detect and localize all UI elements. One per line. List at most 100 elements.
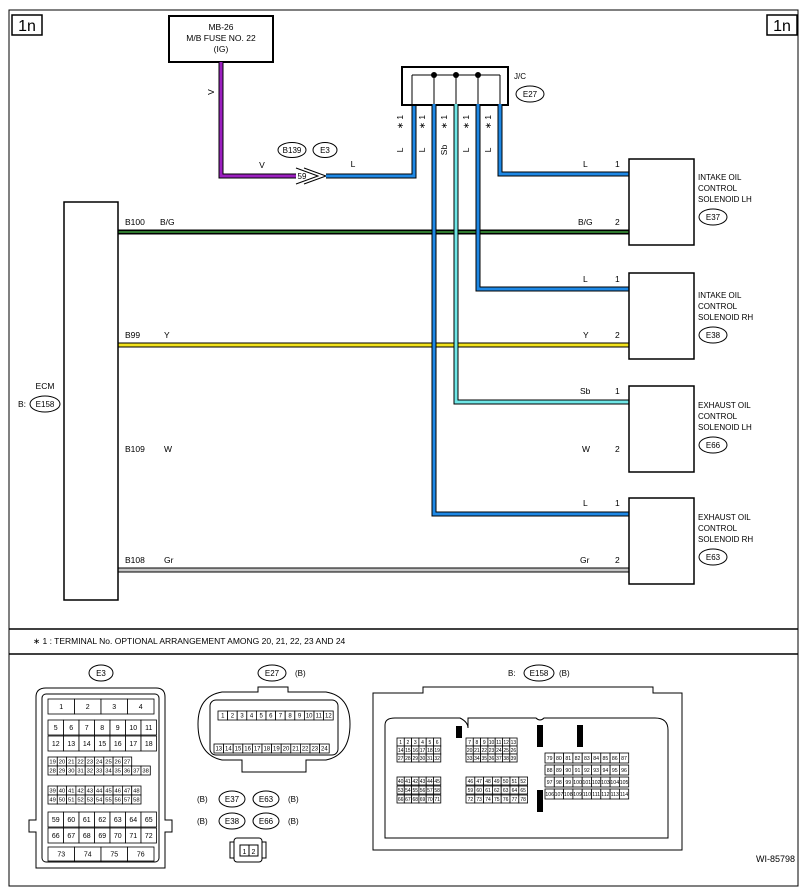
solenoid-e38-pin1-color: L bbox=[583, 274, 588, 284]
view-e27-badge bbox=[257, 664, 287, 682]
solenoid-e66-pin2-color: W bbox=[582, 444, 590, 454]
pin-number: 101 bbox=[583, 780, 592, 786]
b139-label: B139 bbox=[283, 146, 302, 155]
pin-number: 56 bbox=[115, 798, 121, 804]
wire-v-outline bbox=[218, 62, 296, 179]
pin-cell bbox=[509, 753, 518, 763]
solenoid-e66-pin1: 1 bbox=[615, 386, 620, 396]
pin-number: 32 bbox=[434, 756, 440, 762]
pin-number: 12 bbox=[325, 714, 332, 720]
solenoid-e63-pin2-color: Gr bbox=[580, 555, 590, 565]
pin-number: 62 bbox=[98, 817, 106, 824]
pin-number: 51 bbox=[68, 798, 74, 804]
pin-number: 30 bbox=[68, 769, 74, 775]
pin-number: 43 bbox=[420, 779, 426, 785]
pin-cell bbox=[140, 811, 157, 828]
pin-cell bbox=[323, 710, 334, 721]
pin-number: 25 bbox=[503, 748, 509, 754]
pin-number: 89 bbox=[556, 768, 562, 774]
ecm-pin-b99: B99 bbox=[125, 330, 140, 340]
solenoid-e37-name1: INTAKE OIL bbox=[698, 173, 742, 182]
pin-cell bbox=[127, 698, 155, 715]
pin-number: 105 bbox=[620, 780, 629, 786]
jc-id-badge bbox=[515, 85, 545, 103]
pin-number: 84 bbox=[593, 756, 599, 762]
pin-number: 95 bbox=[612, 768, 618, 774]
pin-number: 92 bbox=[584, 768, 590, 774]
pin-number: 37 bbox=[133, 769, 139, 775]
wire-l-e63-outline bbox=[431, 104, 629, 517]
pin-number: 17 bbox=[420, 748, 426, 754]
ecm-pin-b109: B109 bbox=[125, 444, 145, 454]
pin-number: 69 bbox=[98, 833, 106, 840]
pin-number: 32 bbox=[87, 769, 93, 775]
svg-text:1: 1 bbox=[243, 849, 247, 856]
pin-cell bbox=[433, 794, 442, 804]
pin-number: 49 bbox=[49, 798, 55, 804]
pin-number: 72 bbox=[145, 833, 153, 840]
ecm-box bbox=[63, 201, 119, 601]
pin-number: 103 bbox=[601, 780, 610, 786]
pin-number: 60 bbox=[67, 817, 75, 824]
pin-number: 58 bbox=[133, 798, 139, 804]
pin-number: 112 bbox=[601, 792, 609, 798]
pin-number: 15 bbox=[405, 748, 411, 754]
solenoid-e66-pin1-color: Sb bbox=[580, 386, 591, 396]
pin-number: 37 bbox=[496, 756, 502, 762]
pin-number: 38 bbox=[503, 756, 509, 762]
solenoid-e37-id: E37 bbox=[706, 213, 721, 222]
corner-badge-right bbox=[766, 14, 798, 36]
pin-number: 10 bbox=[129, 725, 137, 732]
pin-number: 63 bbox=[114, 817, 122, 824]
solenoid-e63-name1: EXHAUST OIL bbox=[698, 513, 751, 522]
ecm-pin-b108: B108 bbox=[125, 555, 145, 565]
pin-number: 110 bbox=[583, 792, 591, 798]
pin-number: 6 bbox=[269, 714, 273, 720]
wire-l-e37 bbox=[498, 104, 629, 176]
pin-number: 66 bbox=[52, 833, 60, 840]
pin-number: 22 bbox=[481, 748, 487, 754]
small-e37-id: E37 bbox=[225, 795, 240, 804]
pin-number: 14 bbox=[225, 747, 232, 753]
pin-number: 67 bbox=[405, 797, 411, 803]
fuse-label-line1: MB-26 bbox=[208, 22, 233, 32]
fuse-label-line2: M/B FUSE NO. 22 bbox=[186, 33, 256, 43]
wire-sb-e66-outline bbox=[453, 104, 629, 405]
pin-number: 16 bbox=[412, 748, 418, 754]
pin-number: 28 bbox=[405, 756, 411, 762]
pin-cell bbox=[518, 794, 528, 804]
pin-number: 64 bbox=[129, 817, 137, 824]
small-e63-id: E63 bbox=[259, 795, 274, 804]
pin-cell bbox=[433, 785, 442, 795]
small-e63-badge bbox=[252, 790, 280, 808]
pin-number: 5 bbox=[54, 725, 58, 732]
solenoid-e38-pin2: 2 bbox=[615, 330, 620, 340]
pin-number: 6 bbox=[69, 725, 73, 732]
pin-number: 70 bbox=[427, 797, 433, 803]
pin-number: 27 bbox=[398, 756, 404, 762]
pin-number: 44 bbox=[427, 779, 433, 785]
footnote: ∗ 1 : TERMINAL No. OPTIONAL ARRANGEMENT … bbox=[33, 636, 346, 646]
pin-number: 40 bbox=[59, 789, 65, 795]
pin-number: 26 bbox=[511, 748, 517, 754]
wire-sb-e66 bbox=[454, 104, 629, 404]
jc-dot-3 bbox=[475, 72, 481, 78]
pin-number: 24 bbox=[496, 748, 502, 754]
view-e158-prefix: B: bbox=[508, 669, 516, 678]
pin-number: 19 bbox=[273, 747, 280, 753]
ecm-color-y: Y bbox=[164, 330, 170, 340]
pin-number: 85 bbox=[603, 756, 609, 762]
pin-number: 90 bbox=[565, 768, 571, 774]
pin-number: 6 bbox=[436, 740, 439, 746]
pin-cell bbox=[619, 764, 630, 776]
wire-l-main bbox=[326, 104, 416, 178]
pin-number: 61 bbox=[83, 817, 91, 824]
solenoid-e37-pin1: 1 bbox=[615, 159, 620, 169]
pin-number: 33 bbox=[467, 756, 473, 762]
pin-number: 109 bbox=[573, 792, 582, 798]
pin-number: 114 bbox=[620, 792, 628, 798]
jc-wire-color-3: Sb bbox=[439, 145, 449, 156]
pin-number: 13 bbox=[511, 740, 517, 746]
pin-number: 10 bbox=[489, 740, 495, 746]
